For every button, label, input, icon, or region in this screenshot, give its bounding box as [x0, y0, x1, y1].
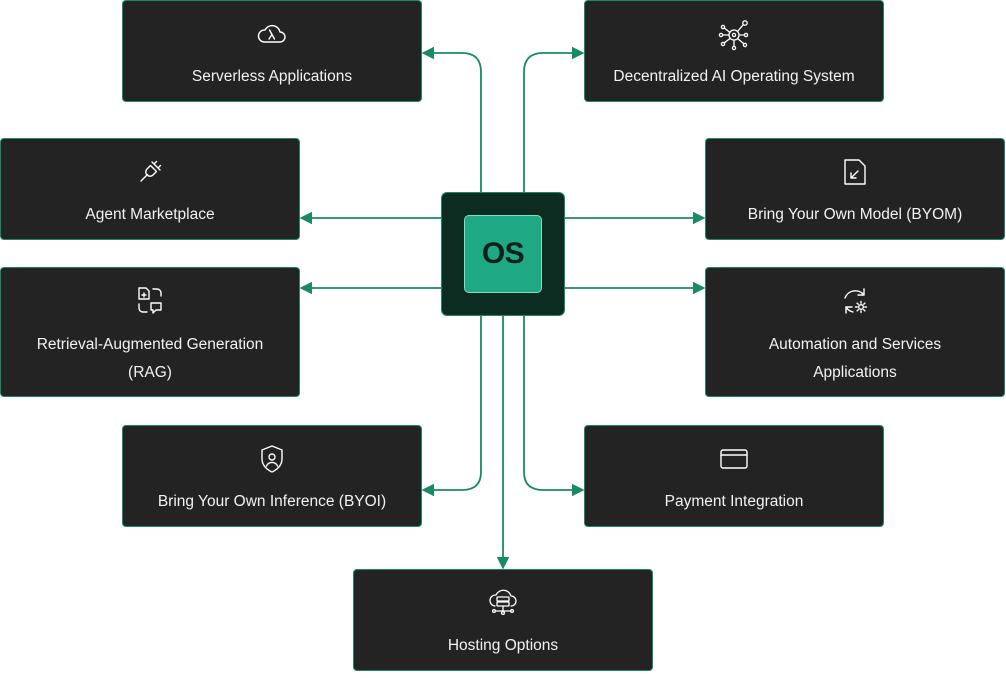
node-payment-integration[interactable]: Payment Integration — [584, 425, 884, 527]
node-hosting-options[interactable]: Hosting Options — [353, 569, 653, 671]
node-label-line2: (RAG) — [128, 364, 172, 381]
refresh-gear-icon — [838, 284, 872, 318]
node-agent-marketplace[interactable]: Agent Marketplace — [0, 138, 300, 240]
connector-serverless — [421, 46, 482, 192]
connector-byoi — [421, 316, 482, 497]
network-hub-icon — [717, 17, 751, 51]
node-bring-your-own-inference[interactable]: Bring Your Own Inference (BYOI) — [122, 425, 422, 527]
node-label: Bring Your Own Model (BYOM) — [747, 206, 963, 223]
plug-icon — [133, 155, 167, 189]
node-automation-services[interactable]: Automation and Services Applications — [705, 267, 1005, 397]
lambda-cloud-icon — [255, 17, 289, 51]
node-retrieval-augmented-generation[interactable]: Retrieval-Augmented Generation (RAG) — [0, 267, 300, 397]
node-serverless-applications[interactable]: Serverless Applications — [122, 0, 422, 102]
node-label: Agent Marketplace — [85, 206, 215, 223]
cloud-server-icon — [486, 586, 520, 620]
os-hub-label: OS — [464, 215, 542, 293]
node-decentralized-ai-os[interactable]: Decentralized AI Operating System — [584, 0, 884, 102]
connector-decentralized — [523, 46, 585, 192]
node-label-line1: Automation and Services — [768, 336, 942, 353]
shield-user-icon — [255, 442, 289, 476]
node-label: Decentralized AI Operating System — [613, 68, 855, 85]
os-hub: OS — [441, 192, 565, 316]
document-retrieval-icon — [133, 284, 167, 318]
node-label: Serverless Applications — [191, 68, 353, 85]
node-label-line1: Retrieval-Augmented Generation — [36, 336, 264, 353]
node-label: Hosting Options — [447, 637, 559, 654]
node-label-line2: Applications — [813, 364, 897, 381]
connector-payment — [523, 316, 585, 497]
node-label: Bring Your Own Inference (BYOI) — [157, 493, 387, 510]
node-bring-your-own-model[interactable]: Bring Your Own Model (BYOM) — [705, 138, 1005, 240]
node-label: Payment Integration — [664, 493, 804, 510]
credit-card-icon — [717, 442, 751, 476]
document-arrow-icon — [838, 155, 872, 189]
